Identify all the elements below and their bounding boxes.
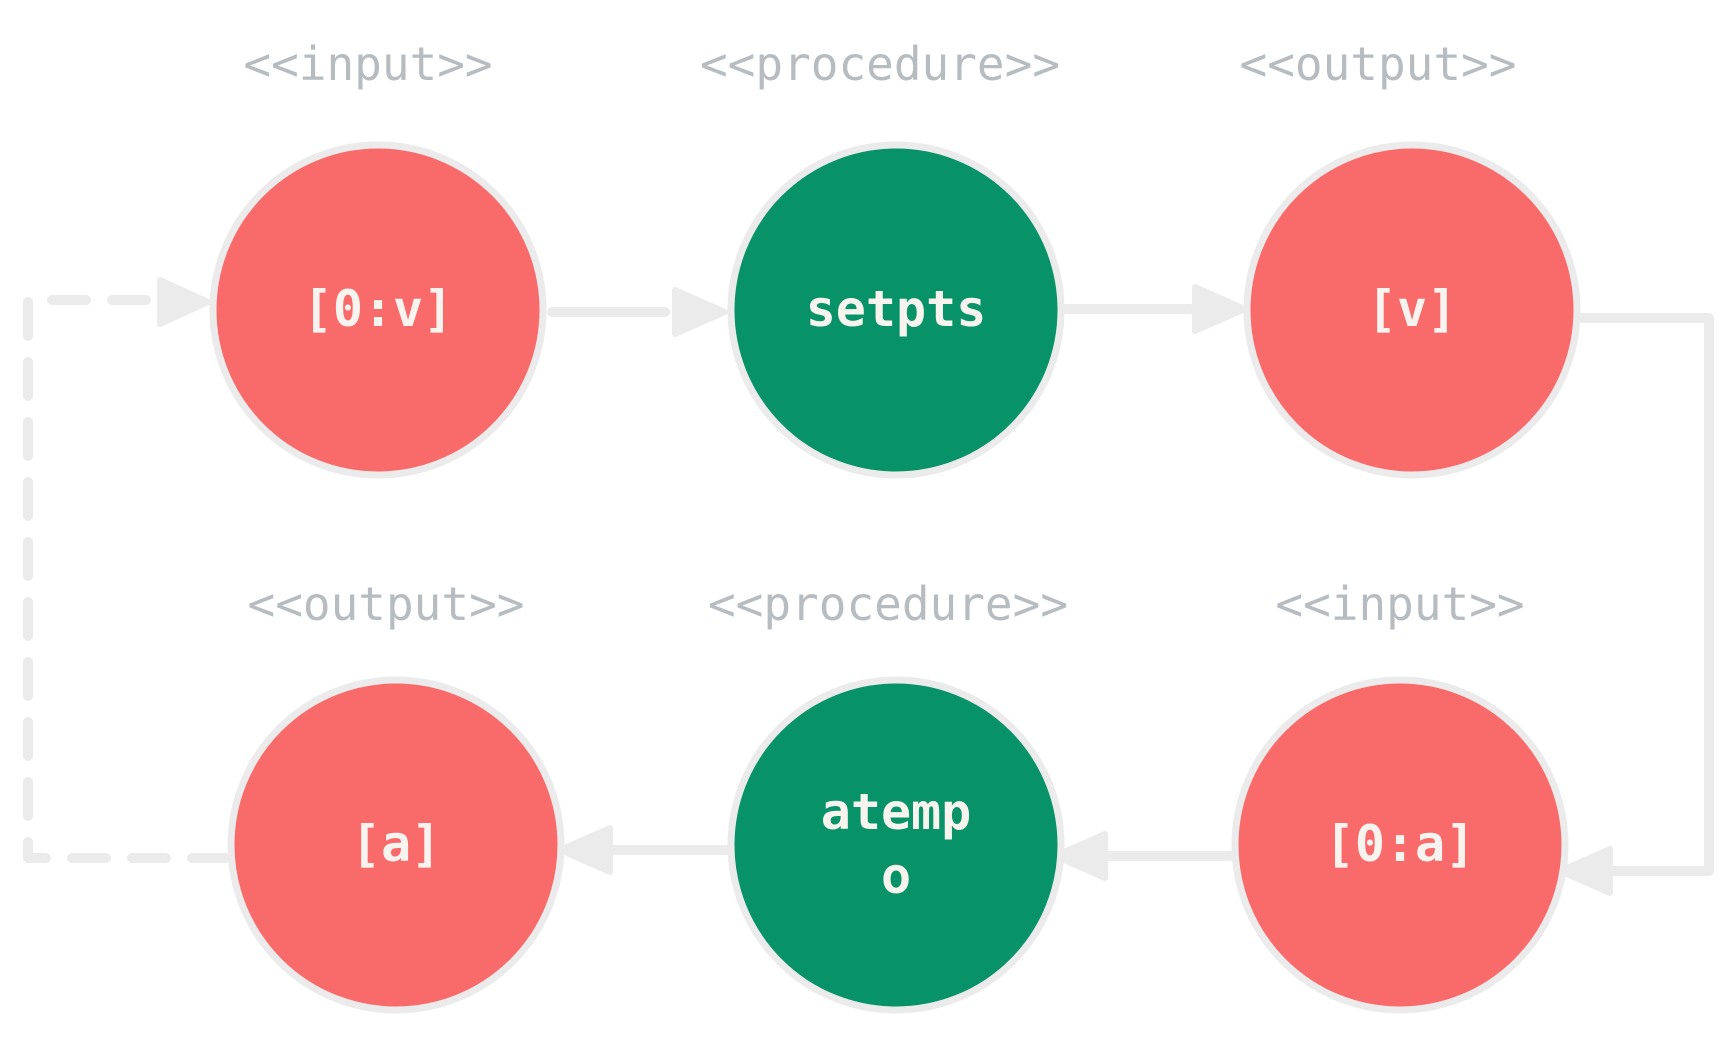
stereotype-input-v: <<input>>: [243, 37, 492, 91]
node-label-setpts: setpts: [806, 280, 987, 338]
arrowhead-to-output-v-icon: [1192, 284, 1248, 334]
arrowhead-to-atempo-icon: [1052, 831, 1108, 881]
arrowhead-to-output-a-icon: [557, 825, 613, 875]
node-label-output-a: [a]: [351, 815, 441, 873]
arrowheads: [157, 277, 1613, 896]
node-output-v: [1243, 141, 1581, 479]
node-input-v: [209, 141, 547, 479]
node-output-a: [227, 676, 565, 1014]
stereotype-output-v: <<output>>: [1240, 37, 1517, 91]
node-label-atempo-line-1: atemp: [821, 783, 972, 841]
arrowhead-to-input-v-icon: [157, 277, 211, 327]
node-label-output-v: [v]: [1367, 280, 1457, 338]
edge-output-a-to-input-v-dashed: [23, 295, 231, 863]
node-label-atempo-line-2: o: [881, 847, 911, 905]
stereotype-output-a: <<output>>: [248, 577, 525, 631]
edge-output-v-to-input-a: [1577, 313, 1714, 876]
node-setpts: [727, 141, 1065, 479]
edges: [23, 295, 1714, 876]
stereotype-setpts: <<procedure>>: [700, 37, 1060, 91]
stereotype-atempo: <<procedure>>: [708, 577, 1068, 631]
stereotype-labels: <<input>> <<procedure>> <<output>> <<inp…: [243, 37, 1524, 631]
node-labels: [0:v] setpts [v] [0:a] atemp o [a]: [303, 280, 1476, 905]
stereotype-input-a: <<input>>: [1275, 577, 1524, 631]
nodes: [209, 141, 1581, 1014]
node-atempo: [727, 676, 1065, 1014]
arrowhead-to-setpts-icon: [672, 287, 728, 337]
arrowhead-to-input-a-icon: [1557, 846, 1613, 896]
node-label-input-a: [0:a]: [1325, 815, 1476, 873]
node-label-input-v: [0:v]: [303, 280, 454, 338]
node-input-a: [1231, 676, 1569, 1014]
